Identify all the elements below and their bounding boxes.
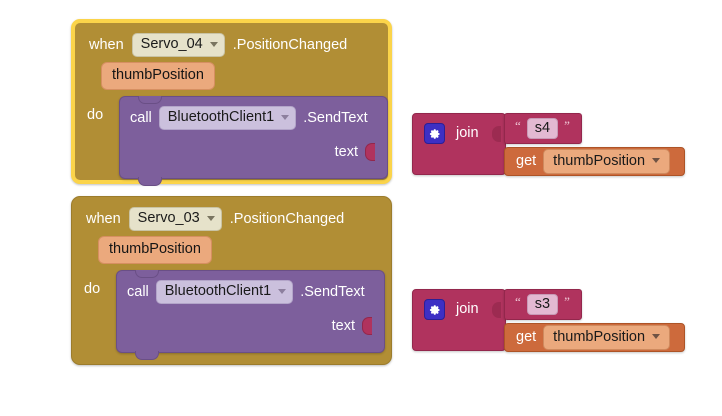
value-socket[interactable] <box>362 317 372 335</box>
method-name-label: .SendText <box>303 109 368 126</box>
join-header: join <box>424 299 501 320</box>
block-notch-top <box>135 270 159 278</box>
text-arg-label: text <box>334 143 358 160</box>
parameter-chip-thumbposition[interactable]: thumbPosition <box>98 236 212 264</box>
join-header: join <box>424 123 501 144</box>
event-block-servo-03[interactable]: when Servo_03 .PositionChanged thumbPosi… <box>71 196 392 365</box>
call-block-bluetoothclient1-sendtext[interactable]: call BluetoothClient1 .SendText text <box>119 96 388 186</box>
variable-name: thumbPosition <box>553 152 646 169</box>
join-block-2[interactable]: join <box>412 289 506 351</box>
component-name: Servo_04 <box>140 36 203 52</box>
component-dropdown-servo-03[interactable]: Servo_03 <box>128 207 222 231</box>
text-arg-label: text <box>331 317 355 334</box>
get-label: get <box>516 329 537 346</box>
join-operator-label: join <box>456 301 479 318</box>
event-parameter-row: thumbPosition <box>98 236 212 264</box>
variable-dropdown-thumbposition[interactable]: thumbPosition <box>543 324 671 351</box>
text-argument-row: text <box>335 143 375 161</box>
text-literal-block-s4[interactable]: “ s4 ” <box>504 113 582 144</box>
component-name: BluetoothClient1 <box>167 109 275 125</box>
event-block-servo-04[interactable]: when Servo_04 .PositionChanged thumbPosi… <box>71 19 392 186</box>
call-block-bluetoothclient1-sendtext[interactable]: call BluetoothClient1 .SendText text <box>116 270 385 360</box>
open-quote: “ <box>515 294 521 309</box>
value-socket[interactable] <box>365 143 375 161</box>
when-label: when <box>86 210 121 227</box>
get-variable-block-thumbposition-1[interactable]: get thumbPosition <box>504 147 685 176</box>
method-name-label: .SendText <box>300 283 365 300</box>
event-parameter-row: thumbPosition <box>101 62 215 90</box>
text-argument-row: text <box>332 317 372 335</box>
chevron-down-icon <box>652 334 661 340</box>
chevron-down-icon <box>652 158 661 164</box>
join-operator-label: join <box>456 125 479 142</box>
close-quote: ” <box>564 118 570 133</box>
text-literal-field[interactable]: s4 <box>526 117 559 140</box>
join-socket-1[interactable] <box>491 125 501 142</box>
get-label: get <box>516 153 537 170</box>
component-name: BluetoothClient1 <box>164 283 272 299</box>
chevron-down-icon <box>278 288 287 294</box>
component-dropdown-bluetoothclient1[interactable]: BluetoothClient1 <box>155 280 294 304</box>
variable-name: thumbPosition <box>553 328 646 345</box>
chevron-down-icon <box>281 114 290 120</box>
when-label: when <box>89 36 124 53</box>
block-notch-top <box>138 96 162 104</box>
block-notch-bottom <box>135 351 159 360</box>
call-header: call BluetoothClient1 .SendText <box>130 106 368 130</box>
join-socket-1[interactable] <box>491 301 501 318</box>
call-label: call <box>127 283 149 300</box>
variable-dropdown-thumbposition[interactable]: thumbPosition <box>543 148 671 175</box>
text-literal-field[interactable]: s3 <box>526 293 559 316</box>
event-header: when Servo_03 .PositionChanged <box>86 207 344 231</box>
event-name-label: .PositionChanged <box>229 210 345 227</box>
call-header: call BluetoothClient1 .SendText <box>127 280 365 304</box>
call-label: call <box>130 109 152 126</box>
join-block-1[interactable]: join <box>412 113 506 175</box>
chevron-down-icon <box>206 215 215 221</box>
gear-icon[interactable] <box>424 123 445 144</box>
get-variable-block-thumbposition-2[interactable]: get thumbPosition <box>504 323 685 352</box>
do-label: do <box>84 281 101 297</box>
component-dropdown-servo-04[interactable]: Servo_04 <box>131 33 225 57</box>
close-quote: ” <box>564 294 570 309</box>
do-label: do <box>87 107 104 123</box>
parameter-chip-thumbposition[interactable]: thumbPosition <box>101 62 215 90</box>
block-notch-bottom <box>138 177 162 186</box>
event-name-label: .PositionChanged <box>232 36 348 53</box>
open-quote: “ <box>515 118 521 133</box>
component-name: Servo_03 <box>137 210 200 226</box>
event-header: when Servo_04 .PositionChanged <box>89 33 347 57</box>
gear-icon[interactable] <box>424 299 445 320</box>
chevron-down-icon <box>209 41 218 47</box>
text-literal-block-s3[interactable]: “ s3 ” <box>504 289 582 320</box>
component-dropdown-bluetoothclient1[interactable]: BluetoothClient1 <box>158 106 297 130</box>
